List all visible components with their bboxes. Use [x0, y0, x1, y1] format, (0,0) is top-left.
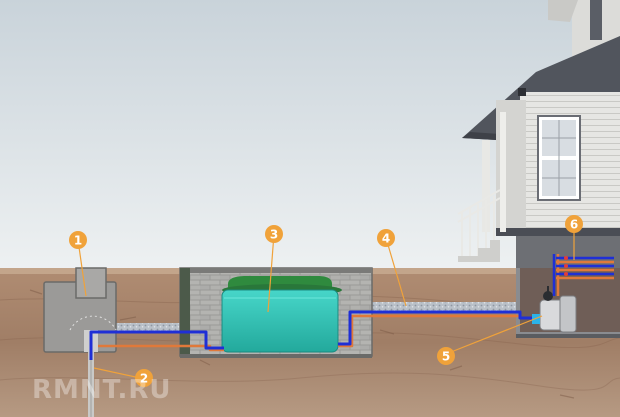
svg-text:3: 3: [270, 228, 278, 242]
storage-tank: [221, 276, 342, 353]
callout-5: 5: [437, 347, 455, 365]
gravel-trench-left: [100, 323, 182, 333]
svg-text:1: 1: [74, 234, 82, 248]
callout-6: 6: [565, 215, 583, 233]
svg-text:6: 6: [570, 218, 578, 232]
svg-text:4: 4: [382, 232, 390, 246]
callout-leaders: [77, 226, 575, 379]
watermark: RMNT.RU: [32, 375, 171, 405]
callout-3: 3: [265, 225, 283, 243]
distribution-manifold: [552, 254, 614, 296]
water-pipes: [89, 310, 536, 360]
house: [457, 0, 620, 268]
callout-2: 2: [135, 369, 153, 387]
callout-4: 4: [377, 229, 395, 247]
gravel-trench: [372, 302, 520, 312]
svg-text:2: 2: [140, 372, 148, 386]
svg-text:5: 5: [442, 350, 450, 364]
callout-1: 1: [69, 231, 87, 249]
